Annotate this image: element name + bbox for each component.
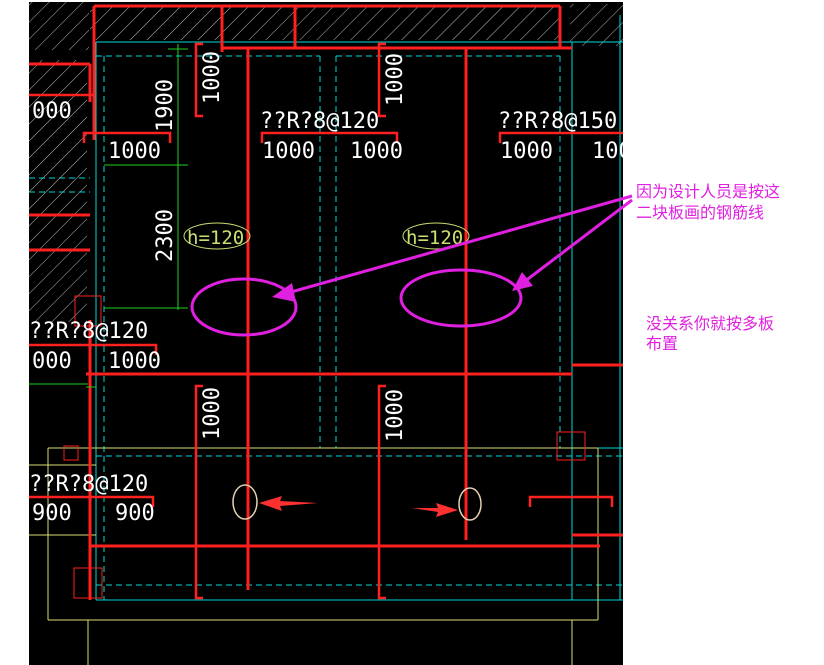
bar-vert-top-mid <box>377 42 386 118</box>
bar-right-bottom <box>528 495 614 507</box>
rebar-label-top-mid: ??R?8@120 <box>260 109 379 134</box>
dim-span-b: 1000 <box>262 139 315 164</box>
bar-vert-bottom-mid <box>377 384 386 600</box>
dim-vert-bottom-left: 1000 <box>200 387 225 440</box>
vertical-dimension-numbers: 1900 2300 1000 1000 1000 1000 <box>153 51 408 442</box>
dim-span-a: 1000 <box>108 139 161 164</box>
rebar-label-left-bottom: ??R?8@120 <box>29 472 148 497</box>
dimension-numbers: 000 1000 1000 1000 1000 100 000 1000 900… <box>32 99 632 526</box>
bottom-markers <box>232 484 482 521</box>
side-notes: 因为设计人员是按这 二块板画的钢筋线 没关系你就按多板 布置 <box>636 182 780 353</box>
marker-circle-left <box>232 484 258 520</box>
dim-vert-top-mid: 1000 <box>383 53 408 106</box>
dim-vert-top-left: 1000 <box>200 51 225 104</box>
note-1-line-1: 因为设计人员是按这 <box>636 182 780 201</box>
column-right <box>556 431 586 461</box>
bar-top-mid <box>260 131 399 143</box>
slab-oval-right <box>402 222 470 250</box>
markup-circle-right <box>399 268 523 328</box>
slab-thickness-right: h=120 <box>406 227 463 249</box>
leader-arrowhead-left <box>272 283 296 302</box>
dim-left-mid-a: 000 <box>32 349 72 374</box>
dim-vert-2300: 2300 <box>153 209 178 262</box>
dim-span-d: 1000 <box>500 139 553 164</box>
note-2-line-2: 布置 <box>646 334 678 353</box>
red-arrow-left <box>259 496 318 511</box>
bar-top-right <box>498 131 623 143</box>
bar-vert-bottom-left <box>194 384 203 600</box>
bar-top-left <box>82 131 172 143</box>
marker-circle-right <box>458 487 482 521</box>
note-1-line-2: 二块板画的钢筋线 <box>636 203 764 222</box>
rebar-spec-labels: ??R?8@120 ??R?8@150 ??R?8@120 ??R?8@120 <box>29 109 617 497</box>
column-left-bottom <box>73 567 103 599</box>
dim-left-bottom-a: 900 <box>32 501 72 526</box>
hatch-top-left <box>29 2 89 50</box>
slab-thickness-marks: h=120 h=120 <box>183 222 470 250</box>
column-left-low <box>63 445 79 461</box>
note-2-line-1: 没关系你就按多板 <box>646 314 774 333</box>
markup-annotations <box>190 194 633 337</box>
rebar-lines <box>29 4 623 600</box>
column-left-mid <box>74 295 102 327</box>
dim-vert-bottom-mid: 1000 <box>383 389 408 442</box>
dim-top-left-cut: 000 <box>32 99 72 124</box>
leader-arrowhead-right <box>512 272 533 291</box>
bar-left-bottom <box>29 495 155 507</box>
hatch-left-wall <box>29 60 87 322</box>
slab-thickness-left: h=120 <box>187 227 244 249</box>
markup-circle-left <box>190 277 298 337</box>
hatch-top-wall <box>90 6 560 40</box>
dimension-lines <box>29 44 188 388</box>
red-arrow-right <box>412 503 458 517</box>
hatched-walls <box>29 2 623 322</box>
dim-span-e-cut: 100 <box>592 139 632 164</box>
rebar-bars-short <box>29 42 623 600</box>
rebar-label-left-mid: ??R?8@120 <box>29 319 148 344</box>
leader-line-left <box>283 194 633 296</box>
dim-left-bottom-b: 900 <box>115 501 155 526</box>
slab-oval-left <box>183 222 251 250</box>
dim-span-c: 1000 <box>350 139 403 164</box>
dim-vert-1900: 1900 <box>153 79 178 132</box>
drawing-area <box>29 2 623 665</box>
leader-line-right <box>519 198 633 287</box>
hatch-top-right <box>570 4 623 46</box>
slab-outline <box>29 447 599 665</box>
bar-vert-top-left <box>194 42 203 118</box>
bar-left-topcut <box>29 93 96 105</box>
rebar-label-top-right: ??R?8@150 <box>498 109 617 134</box>
dim-left-mid-b: 1000 <box>108 349 161 374</box>
column-markers <box>63 295 586 599</box>
bar-left-mid <box>29 343 158 355</box>
